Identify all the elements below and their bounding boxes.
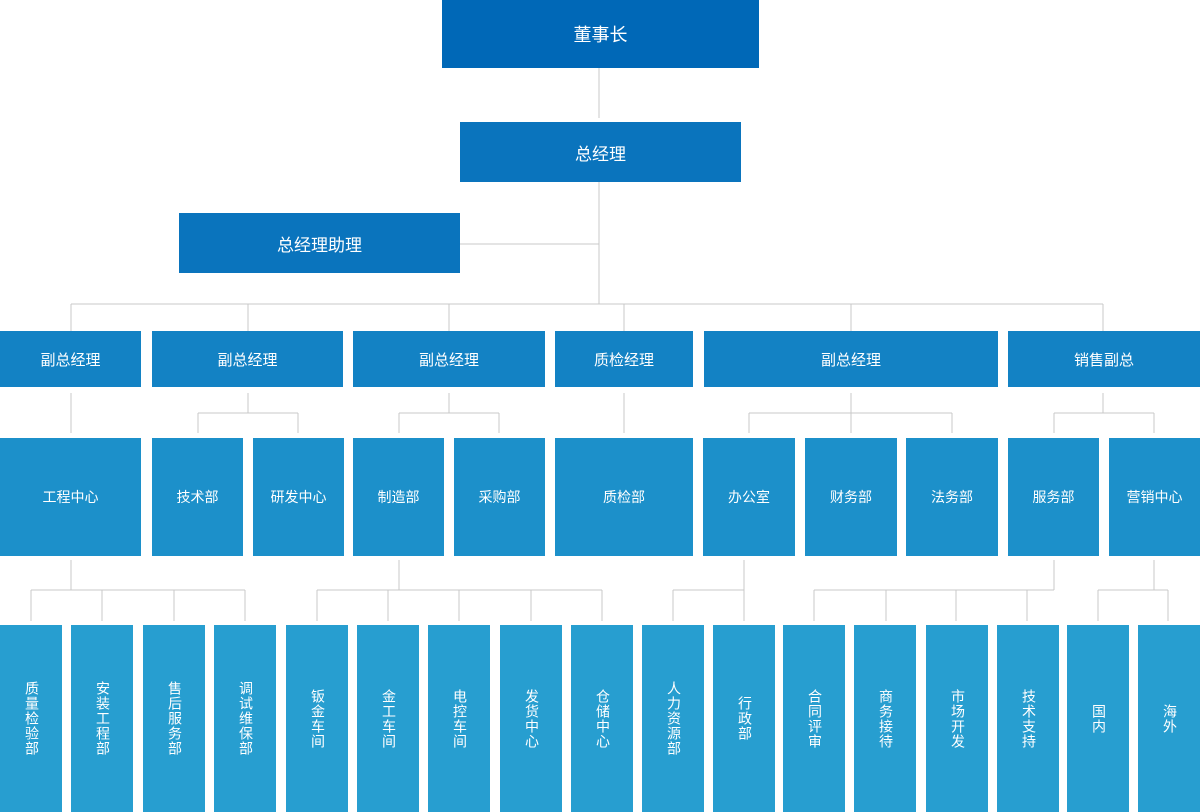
office-box: 办公室: [703, 438, 795, 556]
manufacturing-dept-box: 制造部: [353, 438, 444, 556]
marketing-center-box: 营销中心: [1109, 438, 1200, 556]
commissioning-box: 调试维保部: [214, 625, 276, 812]
business-reception-box: 商务接待: [854, 625, 916, 812]
market-development-box: 市场开发: [926, 625, 988, 812]
installation-engineering-box: 安装工程部: [71, 625, 133, 812]
legal-dept-box: 法务部: [906, 438, 998, 556]
electrical-control-box: 电控车间: [428, 625, 490, 812]
service-dept-box: 服务部: [1008, 438, 1099, 556]
engineering-center-box: 工程中心: [0, 438, 141, 556]
quality-inspection-box: 质量检验部: [0, 625, 62, 812]
overseas-box: 海外: [1138, 625, 1200, 812]
vice-gm-box-2: 副总经理: [152, 331, 343, 387]
domestic-box: 国内: [1067, 625, 1129, 812]
finance-dept-box: 财务部: [805, 438, 897, 556]
admin-dept-box: 行政部: [713, 625, 775, 812]
chairman-box: 董事长: [442, 0, 759, 68]
general-manager-box: 总经理: [460, 122, 741, 182]
sheet-metal-box: 钣金车间: [286, 625, 348, 812]
rd-center-box: 研发中心: [253, 438, 344, 556]
qc-manager-box: 质检经理: [555, 331, 693, 387]
vice-gm-box-1: 副总经理: [0, 331, 141, 387]
after-sales-box: 售后服务部: [143, 625, 205, 812]
sales-vp-box: 销售副总: [1008, 331, 1200, 387]
tech-support-box: 技术支持: [997, 625, 1059, 812]
tech-dept-box: 技术部: [152, 438, 243, 556]
gm-assistant-box: 总经理助理: [179, 213, 460, 273]
shipping-center-box: 发货中心: [500, 625, 562, 812]
hr-dept-box: 人力资源部: [642, 625, 704, 812]
qc-dept-box: 质检部: [555, 438, 693, 556]
vice-gm-box-4: 副总经理: [704, 331, 998, 387]
contract-review-box: 合同评审: [783, 625, 845, 812]
warehouse-center-box: 仓储中心: [571, 625, 633, 812]
purchasing-dept-box: 采购部: [454, 438, 545, 556]
machining-box: 金工车间: [357, 625, 419, 812]
vice-gm-box-3: 副总经理: [353, 331, 545, 387]
